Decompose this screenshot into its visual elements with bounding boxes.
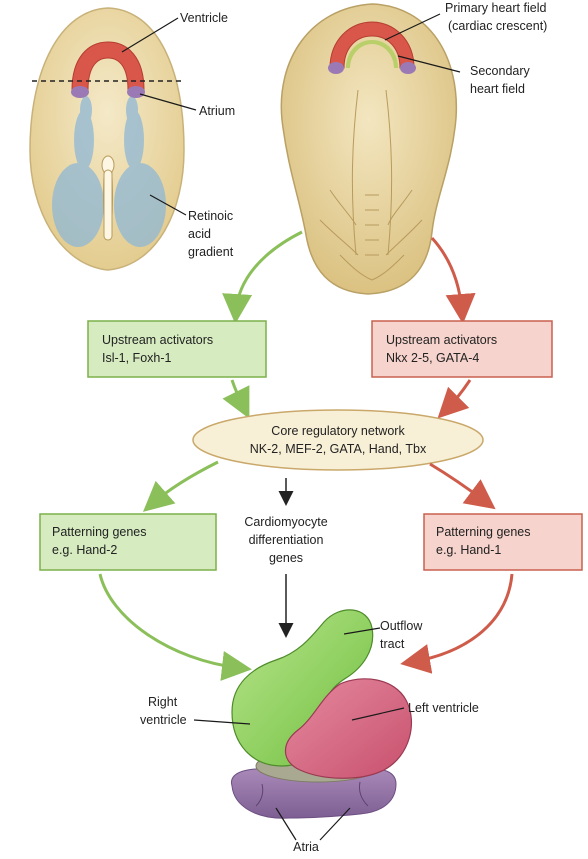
outflow-label-1: Outflow	[380, 619, 423, 633]
patterning-left-line-2: e.g. Hand-2	[52, 543, 117, 557]
left-atrium-left	[71, 86, 89, 98]
arrow-embryo-to-upstream-left	[236, 232, 302, 312]
upstream-left-line-2: Isl-1, Foxh-1	[102, 351, 172, 365]
left-atrium-right	[127, 86, 145, 98]
arrow-core-to-patterning-right	[430, 464, 486, 502]
outflow-label-2: tract	[380, 637, 405, 651]
secondary-label-2: heart field	[470, 82, 525, 96]
core-network: Core regulatory network NK-2, MEF-2, GAT…	[193, 410, 483, 470]
patterning-right-box: Patterning genes e.g. Hand-1	[424, 514, 582, 570]
right-embryo-body	[281, 4, 456, 294]
arrow-upstream-right-to-core	[446, 380, 470, 410]
atria-label: Atria	[293, 840, 319, 854]
right-atrium-right	[400, 62, 416, 74]
primary-label-2: (cardiac crescent)	[448, 19, 547, 33]
upstream-right-box: Upstream activators Nkx 2-5, GATA-4	[372, 321, 552, 377]
right-ventricle-label-1: Right	[148, 695, 178, 709]
core-line-1: Core regulatory network	[271, 424, 405, 438]
arrow-embryo-to-upstream-right	[432, 238, 462, 312]
primitive-streak	[104, 170, 112, 240]
arrow-upstream-left-to-core	[232, 380, 244, 408]
upstream-right-line-1: Upstream activators	[386, 333, 497, 347]
left-embryo	[30, 8, 184, 270]
patterning-right-line-2: e.g. Hand-1	[436, 543, 501, 557]
arrow-patterning-left-to-heart	[100, 574, 240, 668]
upstream-right-line-2: Nkx 2-5, GATA-4	[386, 351, 479, 365]
retinoic-label-3: gradient	[188, 245, 234, 259]
patterning-right-line-1: Patterning genes	[436, 525, 531, 539]
primary-label-1: Primary heart field	[445, 1, 546, 15]
core-line-2: NK-2, MEF-2, GATA, Hand, Tbx	[250, 442, 427, 456]
upstream-left-box: Upstream activators Isl-1, Foxh-1	[88, 321, 266, 377]
retinoic-label-1: Retinoic	[188, 209, 233, 223]
arrow-core-to-patterning-left	[152, 462, 218, 504]
left-ventricle-label: Left ventricle	[408, 701, 479, 715]
secondary-label-1: Secondary	[470, 64, 531, 78]
cardiomyocyte-line-3: genes	[269, 551, 303, 565]
right-atrium-left	[328, 62, 344, 74]
cardiomyocyte-line-1: Cardiomyocyte	[244, 515, 327, 529]
atrium-label: Atrium	[199, 104, 235, 118]
patterning-left-line-1: Patterning genes	[52, 525, 147, 539]
right-ventricle-label-2: ventricle	[140, 713, 187, 727]
right-embryo	[281, 4, 456, 294]
upstream-left-line-1: Upstream activators	[102, 333, 213, 347]
arrow-patterning-right-to-heart	[412, 574, 512, 662]
retinoic-label-2: acid	[188, 227, 211, 241]
ventricle-label: Ventricle	[180, 11, 228, 25]
patterning-left-box: Patterning genes e.g. Hand-2	[40, 514, 216, 570]
cardiomyocyte-line-2: differentiation	[249, 533, 324, 547]
